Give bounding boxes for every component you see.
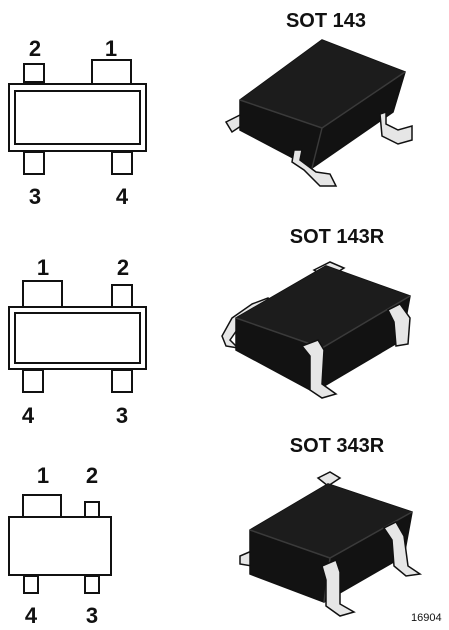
figure-code: 16904 <box>411 612 442 624</box>
sot143r-pin-top-left-label: 1 <box>37 255 49 280</box>
sot143r-pin-bottom-right-label: 3 <box>116 403 128 428</box>
sot143-body-inner-outline <box>14 90 141 145</box>
sot143-footprint <box>8 59 147 175</box>
sot143r-pad-2 <box>111 284 133 308</box>
sot343r-pin-bottom-right-label: 3 <box>86 603 98 628</box>
sot343r-footprint <box>8 494 112 594</box>
sot143-pad-2 <box>23 63 45 83</box>
sot143r-group: 1 2 4 3 SOT 143R <box>8 226 411 428</box>
sot143-body-outline <box>8 83 147 152</box>
sot143-3d-view <box>224 39 413 187</box>
sot143r-3d-view <box>221 261 411 399</box>
sot143-pad-1 <box>91 59 132 85</box>
sot343r-3d-view <box>239 471 423 617</box>
sot143r-pin-bottom-left-label: 4 <box>22 403 35 428</box>
sot343r-body-outline <box>8 516 112 576</box>
sot343r-pin-bottom-left-label: 4 <box>25 603 38 628</box>
sot343r-pin-top-left-label: 1 <box>37 463 49 488</box>
sot343r-group: 1 2 4 3 SOT 343R 16904 <box>8 435 442 628</box>
sot343r-pad-2 <box>84 501 100 518</box>
sot143-title: SOT 143 <box>286 10 366 32</box>
sot143r-body-inner-outline <box>14 312 141 364</box>
sot143r-pin-top-right-label: 2 <box>117 255 129 280</box>
sot343r-pad-3 <box>84 575 100 594</box>
sot143r-footprint <box>8 280 147 393</box>
sot143r-body-outline <box>8 306 147 370</box>
sot143-pin-top-right-label: 1 <box>105 36 117 61</box>
sot143-pin-top-left-label: 2 <box>29 36 41 61</box>
sot143r-title: SOT 143R <box>290 226 385 248</box>
sot143r-pad-3 <box>111 369 133 393</box>
sot343r-pin-top-right-label: 2 <box>86 463 98 488</box>
sot343r-title: SOT 343R <box>290 435 385 457</box>
sot143r-pad-4 <box>22 369 44 393</box>
sot143-pad-4 <box>111 151 133 175</box>
sot143r-pad-1 <box>22 280 63 308</box>
sot143-pin-bottom-right-label: 4 <box>116 184 129 209</box>
sot143-group: 2 1 3 4 SOT 143 <box>8 10 413 209</box>
sot343r-pad-4 <box>23 575 39 594</box>
sot143-pad-3 <box>23 151 45 175</box>
sot343r-pad-1 <box>22 494 62 518</box>
sot143-pin-bottom-left-label: 3 <box>29 184 41 209</box>
